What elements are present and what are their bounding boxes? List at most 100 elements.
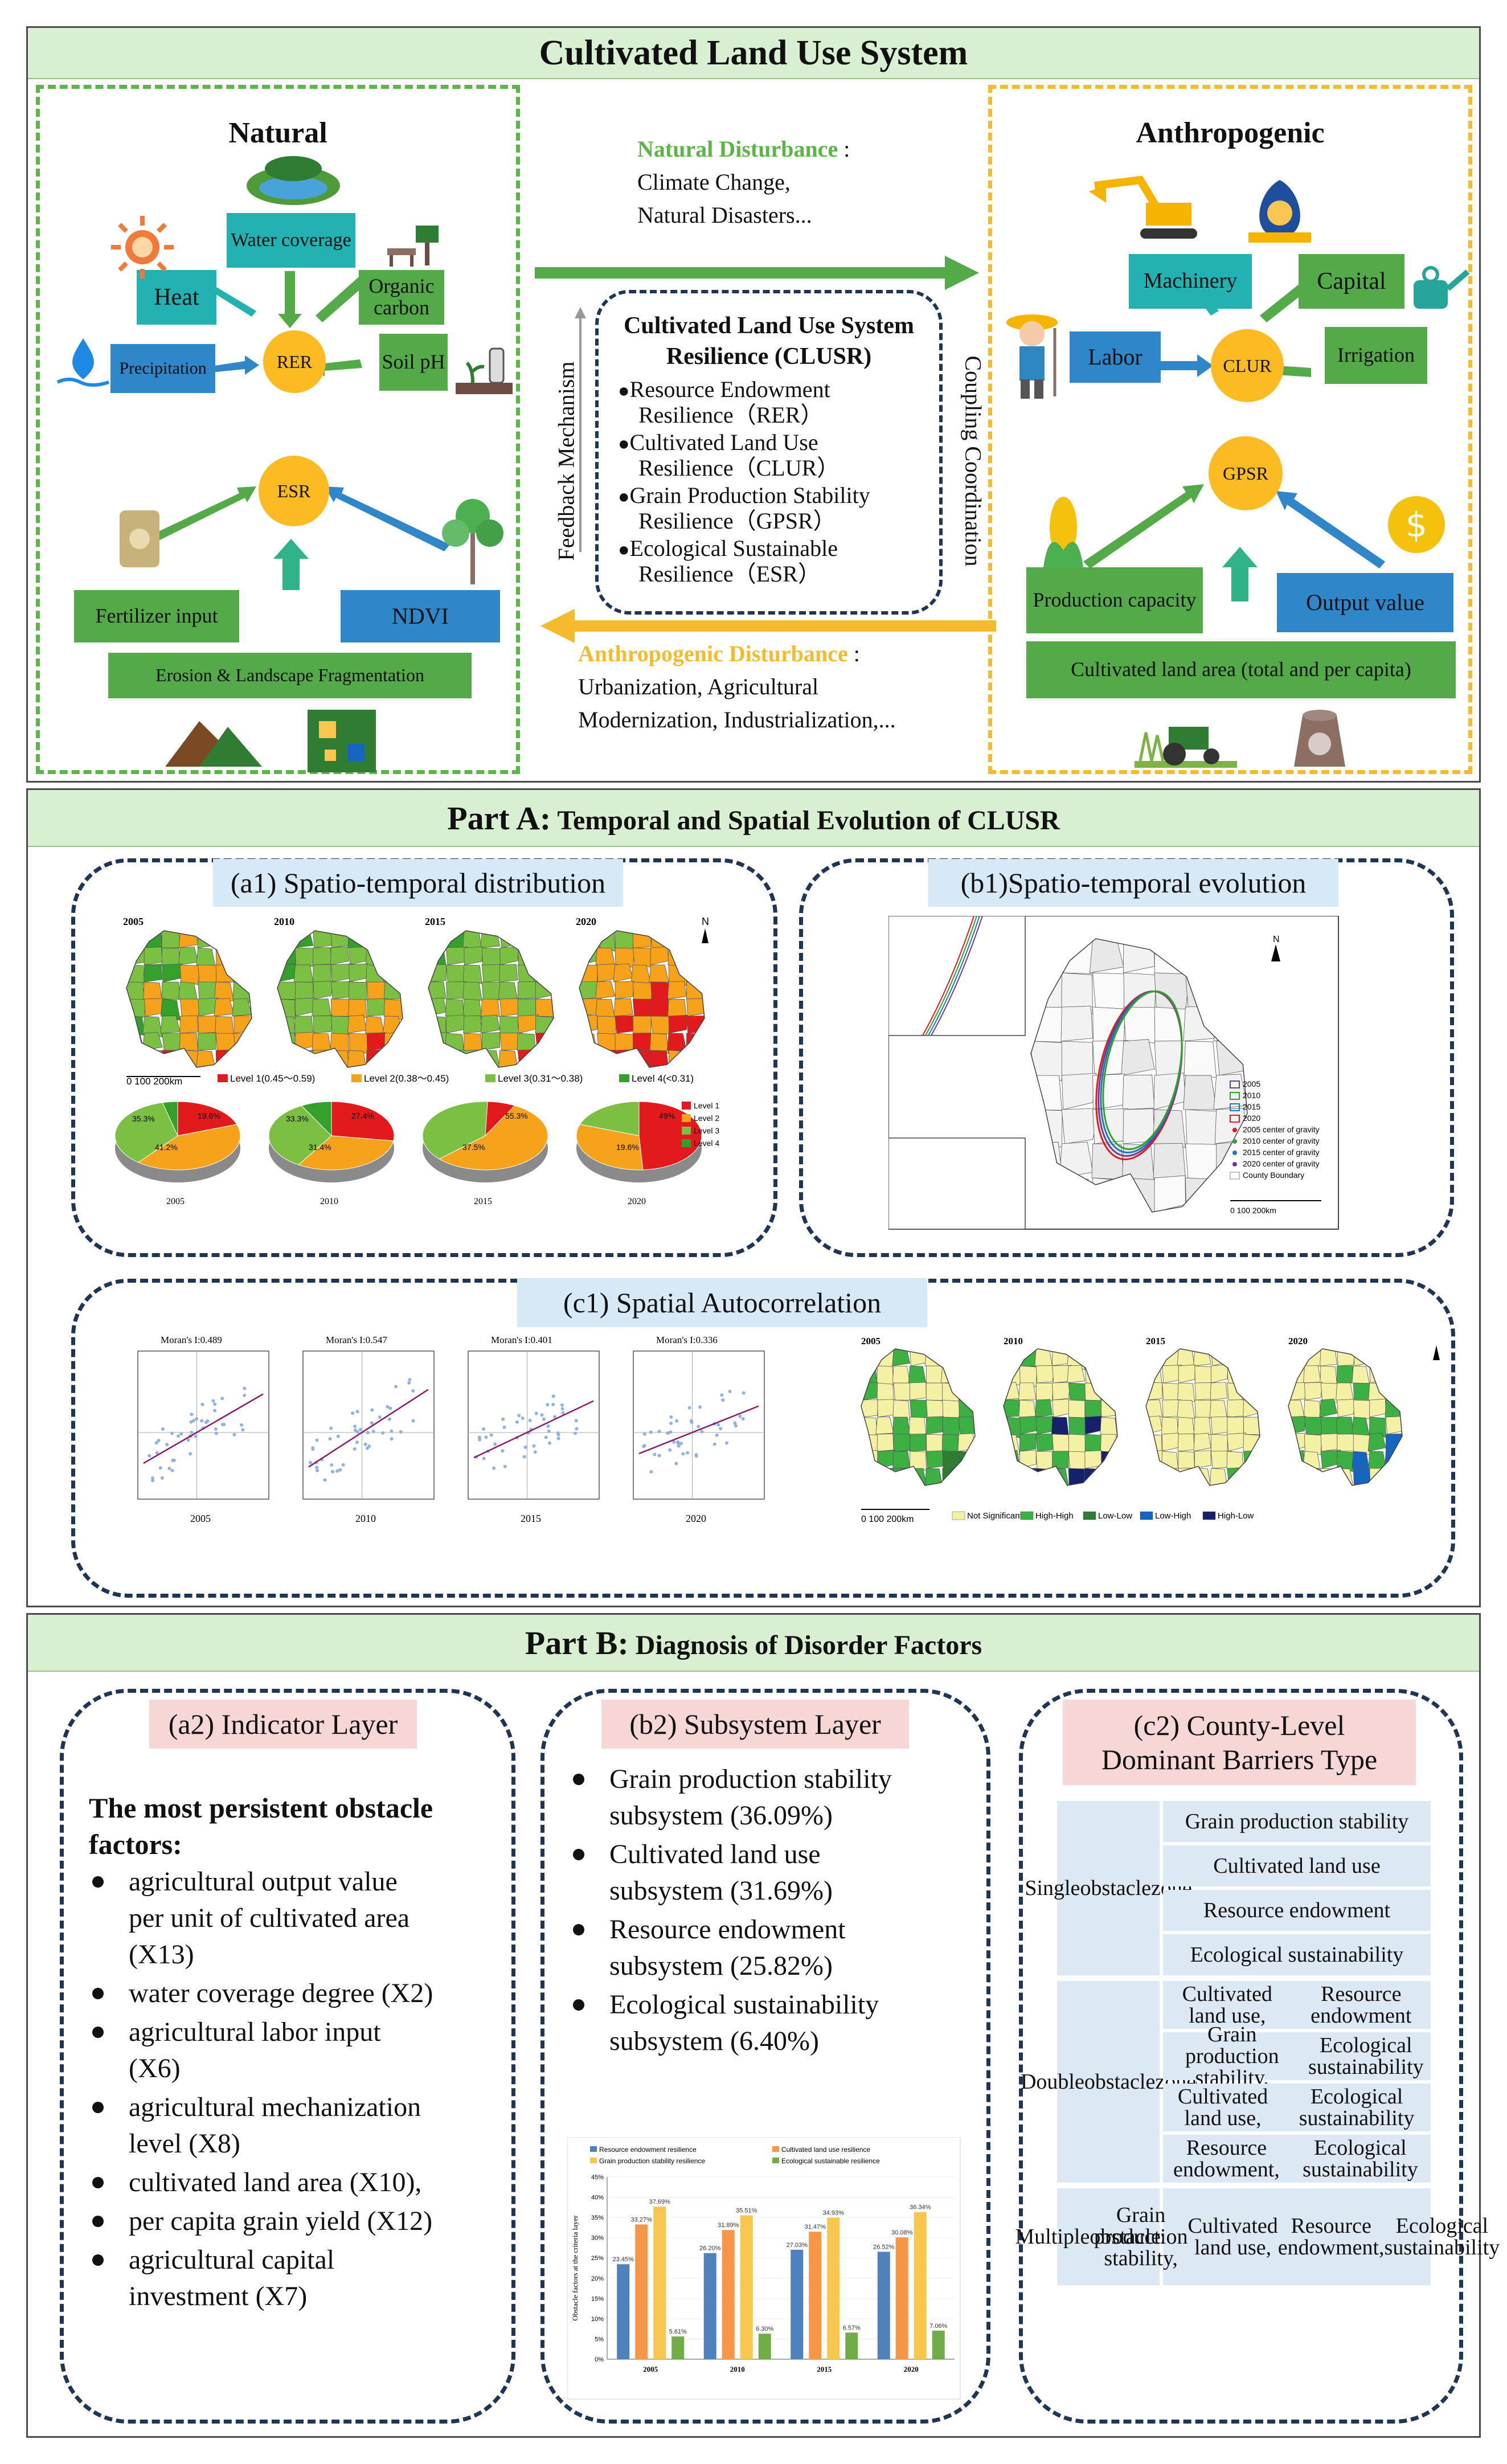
a1map2 (428, 930, 554, 1068)
b1-legend-item: 2020 center of gravity (1243, 1159, 1320, 1168)
scatter-point (698, 1405, 702, 1409)
county (877, 1433, 894, 1452)
b1map-boundary (1030, 938, 1248, 1213)
scatter-point (551, 1394, 555, 1398)
county (516, 931, 537, 949)
c1map2-counties (1146, 1349, 1260, 1485)
county (892, 1468, 911, 1485)
county (126, 998, 146, 1018)
county (910, 1451, 927, 1471)
b1-inset-track (922, 916, 974, 1036)
county (313, 1050, 333, 1067)
scatter-point (411, 1419, 415, 1423)
scatter-point (179, 1432, 183, 1436)
pie-label: 37.5% (462, 1143, 485, 1152)
scatter-point (556, 1436, 560, 1440)
county (1061, 1108, 1100, 1144)
county (499, 964, 518, 983)
grain-sack-icon (1294, 710, 1345, 767)
county (668, 1014, 688, 1034)
x-tick-label: 2015 (817, 2365, 832, 2373)
anthropogenic-title: Anthropogenic (1136, 117, 1325, 149)
scatter-point (669, 1421, 673, 1425)
county (463, 1015, 482, 1034)
county (428, 1050, 447, 1067)
county (1319, 1398, 1338, 1418)
county (1352, 1365, 1370, 1386)
county (517, 998, 537, 1017)
organic-carbon-box: Organic carbon (359, 270, 444, 325)
scatter-point (195, 1417, 199, 1421)
county (481, 998, 501, 1017)
scatter-point (687, 1406, 691, 1410)
scatter-point (477, 1435, 481, 1439)
pie-year: 2020 (628, 1197, 646, 1206)
county (632, 1016, 652, 1034)
scatter-point (481, 1427, 485, 1431)
bar (617, 2264, 630, 2359)
county (1035, 1399, 1053, 1418)
pie-legend-swatch (682, 1114, 691, 1122)
pie-slice (137, 1124, 241, 1170)
county (959, 1382, 975, 1402)
county (1386, 1382, 1402, 1401)
county (464, 946, 483, 965)
county (1060, 1005, 1093, 1042)
county (1178, 1364, 1195, 1384)
county (534, 964, 554, 983)
north-arrow-icon (1271, 944, 1280, 961)
scatter-point (677, 1443, 681, 1447)
c1-legend-swatch (1083, 1511, 1096, 1520)
scatter-point (330, 1463, 334, 1467)
scatter-point (657, 1430, 661, 1434)
scatter-point (666, 1431, 670, 1435)
scatter-year: 2015 (521, 1513, 541, 1524)
scatter-point (192, 1419, 196, 1423)
county (1369, 1398, 1386, 1418)
county (926, 1382, 943, 1401)
a1-legend-swatch (619, 1074, 629, 1082)
scatter-point (243, 1386, 247, 1390)
county (1101, 1451, 1117, 1473)
county (1320, 1349, 1338, 1366)
c1-scale: 0 100 200km (861, 1515, 914, 1524)
scatter-point (556, 1431, 560, 1435)
scatter-point (484, 1435, 488, 1439)
scatter-point (560, 1407, 564, 1411)
scatter-point (148, 1454, 151, 1458)
barrier-type: Resource endowment,Ecological sustainabi… (1163, 2135, 1431, 2183)
soil-ph-icon (456, 347, 513, 394)
c1-legend-item: High-High (1035, 1511, 1074, 1521)
corn-icon (1043, 497, 1083, 567)
scatter-point (540, 1413, 544, 1417)
county (1209, 1399, 1228, 1419)
county (1337, 1398, 1356, 1418)
county (428, 931, 447, 951)
b1-legend-item: County Boundary (1243, 1170, 1304, 1180)
county (480, 931, 501, 948)
county (877, 1399, 895, 1418)
bar-value-label: 23.45% (613, 2256, 634, 2263)
county (861, 1382, 878, 1401)
pie-slice (268, 1105, 332, 1165)
county (908, 1365, 927, 1385)
a1-year-label: 2015 (425, 916, 445, 927)
county (1067, 1365, 1086, 1384)
ndvi-box: NDVI (341, 590, 500, 642)
county (198, 1016, 218, 1034)
county (293, 964, 314, 983)
bar (791, 2249, 804, 2359)
county (861, 1450, 878, 1469)
erosion-box: Erosion & Landscape Fragmentation (108, 653, 472, 698)
b1-legend-dot (1232, 1139, 1237, 1144)
scatter-point (542, 1417, 546, 1421)
county (277, 963, 296, 983)
c1map1 (1003, 1348, 1118, 1486)
county (597, 1050, 616, 1067)
bar (758, 2334, 771, 2359)
county (649, 964, 669, 983)
